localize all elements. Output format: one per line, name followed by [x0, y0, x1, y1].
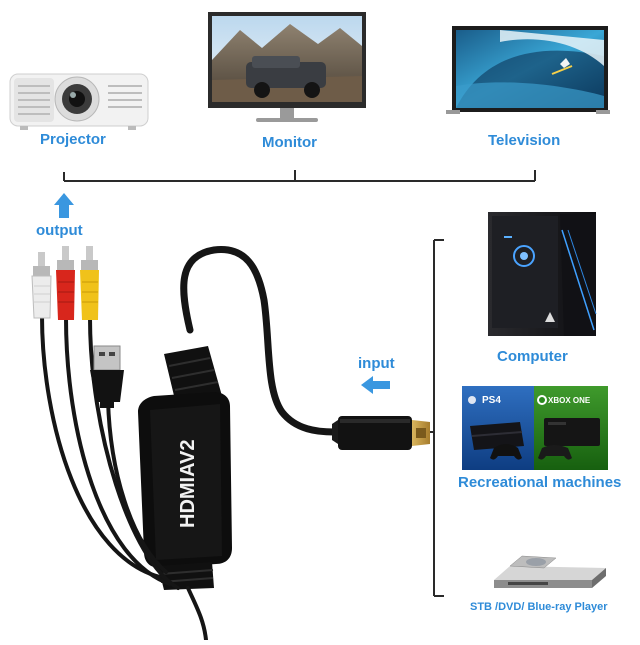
av-cables: [40, 314, 208, 642]
rca-yellow-plug-icon: [80, 246, 99, 320]
projector-label: Projector: [40, 131, 106, 148]
input-arrow-icon: [361, 376, 390, 394]
rca-red-plug-icon: [56, 246, 75, 320]
computer-label: Computer: [497, 348, 568, 365]
game-console-icon: PS4 XBOX ONE: [462, 386, 608, 470]
projector-icon: [9, 73, 149, 130]
usb-plug-icon: [90, 345, 124, 408]
output-arrow-icon: [54, 193, 74, 218]
monitor-icon: [208, 12, 366, 122]
input-devices-bracket: [426, 239, 444, 597]
recreational-machines-label: Recreational machines: [458, 474, 622, 491]
ps4-logo-text: PS4: [482, 395, 501, 406]
converter-box: HDMIAV2: [138, 346, 232, 590]
computer-tower-icon: [488, 212, 597, 336]
converter-label: HDMIAV2: [177, 439, 199, 528]
input-label: input: [358, 355, 395, 372]
television-label: Television: [488, 132, 561, 149]
stb-dvd-player-label: STB /DVD/ Blue-ray Player: [470, 601, 608, 613]
output-label: output: [36, 222, 83, 239]
dvd-player-icon: [494, 555, 606, 588]
output-devices-bracket: [63, 170, 536, 182]
television-icon: [446, 26, 610, 114]
xbox-logo-text: XBOX ONE: [548, 396, 591, 405]
hdmi-plug-icon: [332, 416, 430, 450]
hdmi-cable: [180, 246, 338, 436]
monitor-label: Monitor: [262, 134, 317, 151]
rca-white-plug-icon: [31, 252, 52, 319]
